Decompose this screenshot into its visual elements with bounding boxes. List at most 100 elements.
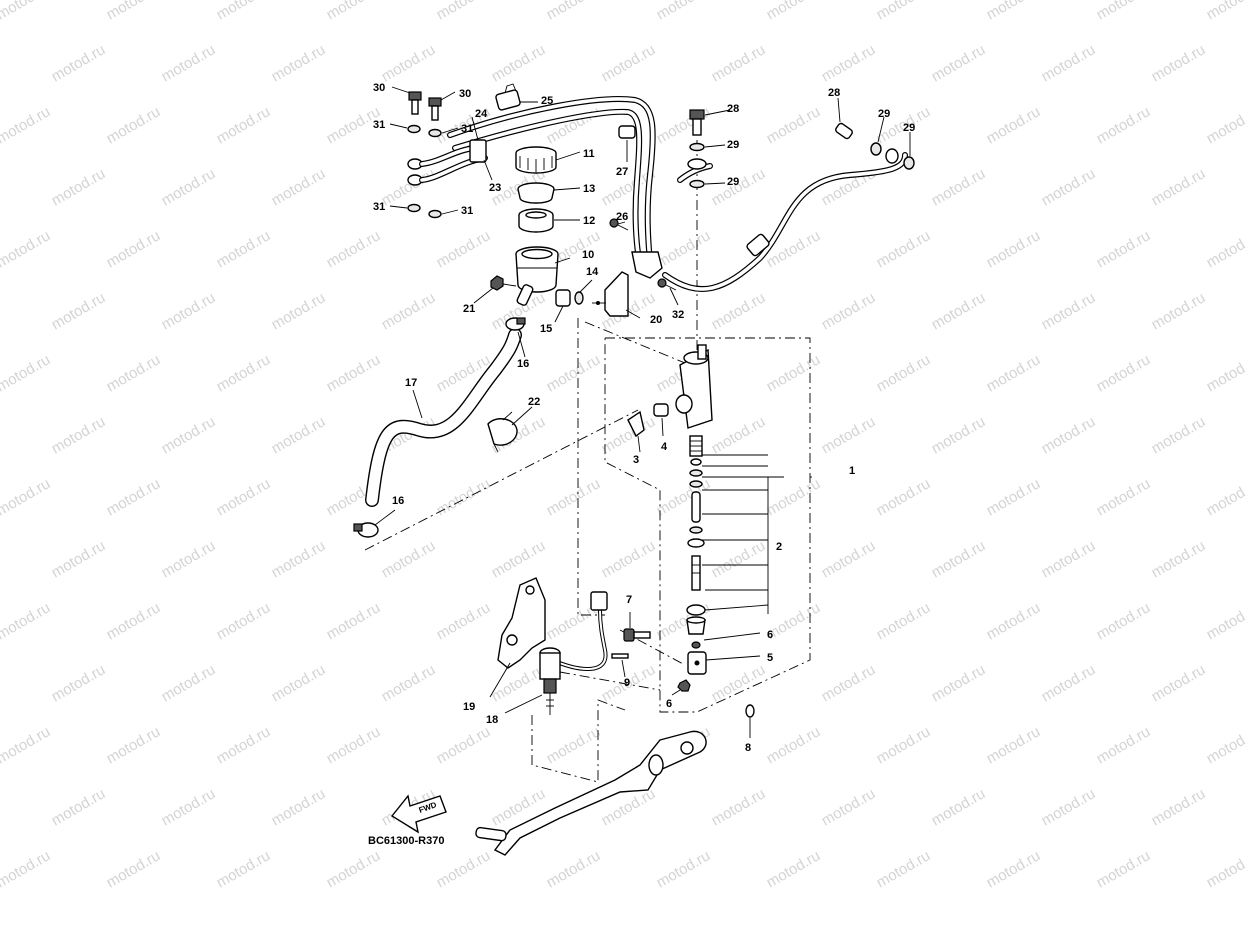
watermark-text: motod.ru: [984, 0, 1044, 23]
washer-31-c: [408, 205, 420, 212]
washer-29d: [904, 157, 914, 169]
watermark-text: motod.ru: [709, 413, 769, 457]
watermark-text: motod.ru: [929, 413, 989, 457]
callout-10: 10: [582, 249, 594, 261]
watermark-text: motod.ru: [1149, 661, 1209, 705]
callout-19: 19: [463, 701, 475, 713]
watermark-text: motod.ru: [104, 227, 164, 271]
watermark-text: motod.ru: [214, 723, 274, 767]
watermark-text: motod.ru: [269, 785, 329, 829]
reservoir-bracket: [605, 272, 628, 316]
watermark-text: motod.ru: [324, 723, 384, 767]
callout-29d: 29: [903, 122, 915, 134]
watermark-text: motod.ru: [214, 599, 274, 643]
watermark-text: motod.ru: [819, 289, 879, 333]
pipe-joint-bracket: [632, 252, 662, 278]
watermark-text: motod.ru: [874, 723, 934, 767]
watermark-text: motod.ru: [434, 847, 494, 891]
callout-23: 23: [489, 182, 501, 194]
watermark-text: motod.ru: [1094, 475, 1154, 519]
watermark-text: motod.ru: [1094, 599, 1154, 643]
callout-12: 12: [583, 215, 595, 227]
watermark-text: motod.ru: [104, 475, 164, 519]
switch-bracket: [498, 578, 545, 668]
watermark-text: motod.ru: [1094, 103, 1154, 147]
watermark-text: motod.ru: [0, 723, 53, 767]
watermark-text: motod.ru: [269, 661, 329, 705]
callout-3: 3: [633, 454, 639, 466]
watermark-text: motod.ru: [544, 475, 604, 519]
callout-29b: 29: [727, 176, 739, 188]
watermark-text: motod.ru: [49, 165, 109, 209]
washer-29b: [690, 181, 704, 188]
watermark-text: motod.ru: [984, 227, 1044, 271]
callout-6b: 6: [666, 698, 672, 710]
watermark-text: motod.ru: [214, 847, 274, 891]
watermark-text: motod.ru: [214, 227, 274, 271]
washer-31-d: [429, 211, 441, 218]
callout-31a: 31: [373, 119, 385, 131]
outlet-link-line: [585, 322, 690, 365]
watermark-text: motod.ru: [379, 165, 439, 209]
washer-29a: [690, 144, 704, 151]
switch-connector: [591, 592, 607, 610]
callout-30b: 30: [459, 88, 471, 100]
callout-16a: 16: [517, 358, 529, 370]
watermark-text: motod.ru: [104, 351, 164, 395]
watermark-text: motod.ru: [764, 227, 824, 271]
watermark-text: motod.ru: [874, 847, 934, 891]
watermark-text: motod.ru: [764, 0, 824, 23]
watermark-text: motod.ru: [49, 537, 109, 581]
master-cylinder: [628, 345, 712, 691]
watermark-text: motod.ru: [1094, 351, 1154, 395]
brake-pedal: [475, 731, 706, 855]
watermark-text: motod.ru: [434, 723, 494, 767]
watermark-text: motod.ru: [269, 413, 329, 457]
watermark-text: motod.ru: [434, 227, 494, 271]
watermark-text: motod.ru: [1204, 103, 1246, 147]
watermark-text: motod.ru: [544, 847, 604, 891]
grommet: [556, 290, 570, 306]
watermark-text: motod.ru: [599, 41, 659, 85]
watermark-text: motod.ru: [984, 475, 1044, 519]
callout-32: 32: [672, 309, 684, 321]
watermark-text: motod.ru: [489, 41, 549, 85]
watermark-text: motod.ru: [434, 475, 494, 519]
watermark-text: motod.ru: [214, 351, 274, 395]
watermark-text: motod.ru: [1204, 351, 1246, 395]
watermark-text: motod.ru: [544, 723, 604, 767]
washer-31-a: [408, 126, 420, 133]
callout-24: 24: [475, 108, 488, 120]
watermark-text: motod.ru: [1149, 785, 1209, 829]
reference-code: BC61300-R370: [368, 835, 444, 847]
watermark-text: motod.ru: [654, 475, 714, 519]
watermark-text: motod.ru: [49, 289, 109, 333]
watermark-text: motod.ru: [1149, 413, 1209, 457]
callout-31d: 31: [461, 205, 473, 217]
watermark-text: motod.ru: [104, 723, 164, 767]
watermark-text: motod.ru: [819, 41, 879, 85]
watermark-text: motod.ru: [1149, 165, 1209, 209]
watermark-text: motod.ru: [1039, 413, 1099, 457]
cotter-pin-9: [612, 654, 628, 658]
watermark-text: motod.ru: [984, 103, 1044, 147]
watermark-text: motod.ru: [104, 0, 164, 23]
watermark-text: motod.ru: [0, 475, 53, 519]
watermark-text: motod.ru: [819, 661, 879, 705]
watermark-text: motod.ru: [1204, 0, 1246, 23]
watermark-text: motod.ru: [0, 599, 53, 643]
watermark-text: motod.ru: [49, 413, 109, 457]
callout-25: 25: [541, 95, 553, 107]
callout-15: 15: [540, 323, 552, 335]
watermark-text: motod.ru: [214, 0, 274, 23]
watermark-text: motod.ru: [1039, 785, 1099, 829]
watermark-text: motod.ru: [159, 165, 219, 209]
watermark-text: motod.ru: [599, 537, 659, 581]
callout-31c: 31: [373, 201, 385, 213]
callout-5: 5: [767, 652, 773, 664]
reservoir-assembly: [491, 147, 628, 330]
watermark-text: motod.ru: [214, 103, 274, 147]
watermark-text: motod.ru: [764, 723, 824, 767]
bolt-32: [658, 279, 666, 287]
